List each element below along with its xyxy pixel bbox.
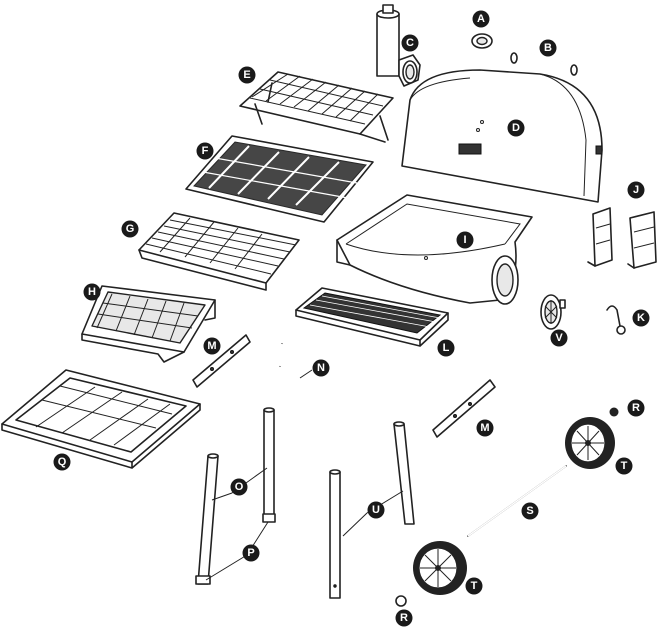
svg-text:A: A bbox=[477, 13, 485, 25]
part-chimney bbox=[376, 4, 421, 87]
label-i: I bbox=[456, 231, 474, 249]
label-u: U bbox=[367, 501, 385, 519]
svg-text:D: D bbox=[512, 122, 520, 134]
svg-text:T: T bbox=[621, 460, 628, 472]
svg-text:J: J bbox=[633, 184, 639, 196]
part-side-bracket-right bbox=[432, 379, 496, 438]
part-bowl bbox=[336, 194, 533, 305]
svg-text:S: S bbox=[526, 505, 533, 517]
label-s: S bbox=[521, 502, 539, 520]
svg-text:L: L bbox=[443, 342, 450, 354]
label-k: K bbox=[632, 309, 650, 327]
label-j: J bbox=[627, 181, 645, 199]
label-p: P bbox=[242, 544, 260, 562]
label-m-left: M bbox=[203, 337, 221, 355]
part-wheel-lower bbox=[413, 541, 467, 595]
part-lid bbox=[401, 69, 603, 203]
svg-text:V: V bbox=[555, 332, 563, 344]
label-v: V bbox=[550, 329, 568, 347]
part-bottom-shelf bbox=[1, 369, 201, 469]
svg-text:N: N bbox=[317, 362, 325, 374]
label-e: E bbox=[238, 66, 256, 84]
part-wheel-upper bbox=[565, 417, 615, 469]
label-n: N bbox=[312, 359, 330, 377]
part-leg-left-front bbox=[195, 453, 219, 585]
label-t-upper: T bbox=[615, 457, 633, 475]
label-b: B bbox=[539, 39, 557, 57]
svg-text:C: C bbox=[406, 37, 414, 49]
part-warming-rack bbox=[239, 71, 394, 143]
svg-text:P: P bbox=[247, 547, 254, 559]
svg-text:M: M bbox=[207, 340, 216, 352]
part-damper bbox=[540, 294, 566, 330]
label-a: A bbox=[472, 10, 490, 28]
svg-text:G: G bbox=[126, 223, 135, 235]
part-hook bbox=[606, 305, 626, 335]
part-cooking-grate bbox=[185, 135, 374, 223]
label-h: H bbox=[83, 283, 101, 301]
part-handle bbox=[510, 51, 578, 76]
svg-text:U: U bbox=[372, 504, 380, 516]
svg-text:O: O bbox=[235, 481, 244, 493]
svg-text:E: E bbox=[243, 69, 250, 81]
label-r-lower: R bbox=[395, 609, 413, 627]
part-side-bracket-left bbox=[192, 334, 251, 388]
label-l: L bbox=[437, 339, 455, 357]
part-charcoal-grate bbox=[138, 212, 300, 291]
label-q: Q bbox=[53, 453, 71, 471]
label-r-upper: R bbox=[627, 399, 645, 417]
svg-text:R: R bbox=[400, 612, 408, 624]
label-g: G bbox=[121, 220, 139, 238]
label-o: O bbox=[230, 478, 248, 496]
svg-text:B: B bbox=[544, 42, 552, 54]
label-d: D bbox=[507, 119, 525, 137]
part-cap-upper bbox=[609, 407, 619, 417]
svg-text:F: F bbox=[202, 145, 209, 157]
svg-text:Q: Q bbox=[58, 456, 67, 468]
svg-text:R: R bbox=[632, 402, 640, 414]
part-grommet bbox=[471, 33, 493, 49]
svg-text:T: T bbox=[471, 580, 478, 592]
part-cap-lower bbox=[395, 595, 407, 607]
part-axle bbox=[467, 465, 567, 537]
label-c: C bbox=[401, 34, 419, 52]
label-m-right: M bbox=[476, 419, 494, 437]
svg-text:K: K bbox=[637, 312, 645, 324]
svg-text:M: M bbox=[480, 422, 489, 434]
part-front-shelf bbox=[295, 287, 449, 347]
part-side-shelf-left bbox=[81, 285, 216, 363]
svg-text:H: H bbox=[88, 286, 96, 298]
part-leg-left-back bbox=[262, 407, 276, 523]
svg-text:I: I bbox=[463, 234, 466, 246]
part-leg-right-front bbox=[329, 469, 341, 599]
label-f: F bbox=[196, 142, 214, 160]
label-t-lower: T bbox=[465, 577, 483, 595]
part-leg-right-back bbox=[393, 421, 415, 525]
part-leg-frame bbox=[231, 329, 409, 449]
part-brackets bbox=[587, 207, 657, 269]
